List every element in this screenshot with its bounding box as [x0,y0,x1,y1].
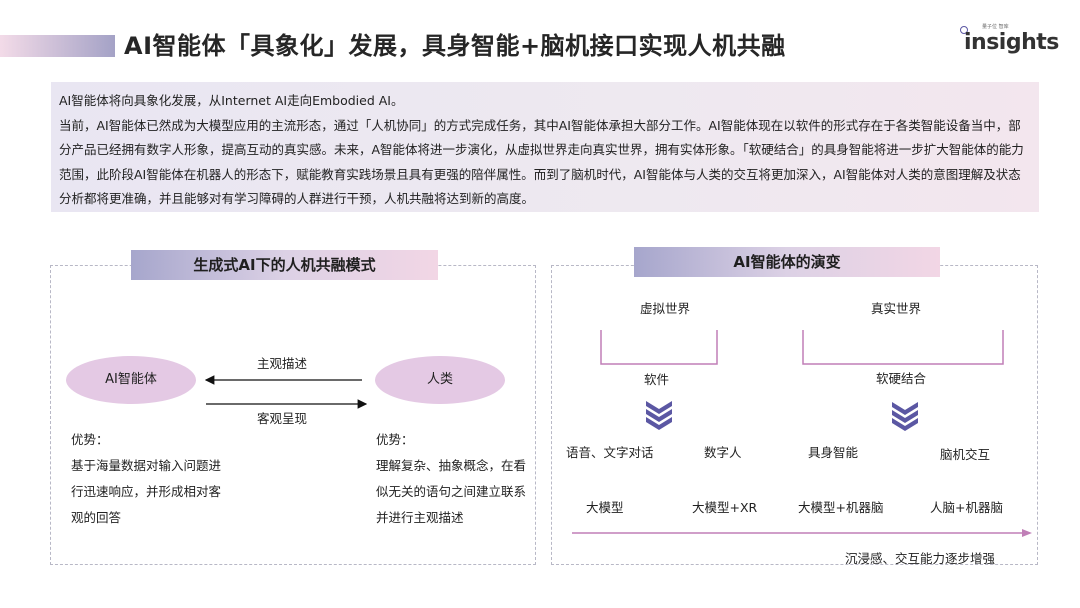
brand-dot-icon [960,26,968,34]
voice-text-label: 语音、文字对话 [566,445,654,460]
human-advantage: 优势： 理解复杂、抽象概念，在看似无关的语句之间建立联系并进行主观描述 [376,427,536,531]
software-label: 软件 [644,372,670,387]
brand-tagline: 量子位 智库 [982,24,1009,30]
human-advantage-title: 优势： [376,432,414,447]
llm-xr-label: 大模型+XR [692,500,758,515]
llm-label: 大模型 [586,500,624,515]
page-title: AI智能体「具象化」发展，具身智能+脑机接口实现人机共融 [124,32,786,60]
brain-robot-label: 人脑+机器脑 [930,500,1003,515]
right-panel-title: AI智能体的演变 [634,247,940,277]
bci-label: 脑机交互 [940,447,991,462]
virtual-world-label: 虚拟世界 [640,301,691,316]
embodied-label: 具身智能 [808,445,859,460]
arrow-label-subjective: 主观描述 [257,356,308,371]
ai-advantage: 优势： 基于海量数据对输入问题进行迅速响应，并形成相对客观的回答 [71,427,231,531]
human-advantage-text: 理解复杂、抽象概念，在看似无关的语句之间建立联系并进行主观描述 [376,458,527,525]
ai-advantage-title: 优势： [71,432,109,447]
world-brackets [600,330,1004,365]
hard-soft-label: 软硬结合 [876,371,927,386]
digital-human-label: 数字人 [704,445,742,460]
trend-label: 沉浸感、交互能力逐步增强 [845,551,996,566]
human-ellipse: 人类 [375,356,505,404]
chevron-down-icon [892,402,918,431]
real-bracket [802,330,1004,365]
exchange-arrows [204,375,368,409]
brand-wordmark: insights [964,30,1059,55]
intro-box: AI智能体将向具象化发展，从Internet AI走向Embodied AI。 … [51,82,1039,212]
progress-arrowhead [1022,529,1032,537]
title-accent-bar [0,35,115,57]
llm-robot-label: 大模型+机器脑 [798,500,884,515]
ai-agent-ellipse: AI智能体 [66,356,196,404]
virtual-bracket [600,330,718,365]
left-panel-title: 生成式AI下的人机共融模式 [131,250,438,280]
arrow-label-objective: 客观呈现 [257,411,308,426]
right-panel [551,265,1038,565]
real-world-label: 真实世界 [871,301,922,316]
ai-advantage-text: 基于海量数据对输入问题进行迅速响应，并形成相对客观的回答 [71,458,222,525]
chevron-down-icon [646,401,672,430]
intro-line-1: AI智能体将向具象化发展，从Internet AI走向Embodied AI。 [59,93,404,108]
progress-arrow [572,529,1032,537]
brand-logo: 量子位 智库 insights [960,20,1060,60]
intro-paragraph: 当前，AI智能体已然成为大模型应用的主流形态，通过「人机协同」的方式完成任务，其… [59,117,1024,207]
